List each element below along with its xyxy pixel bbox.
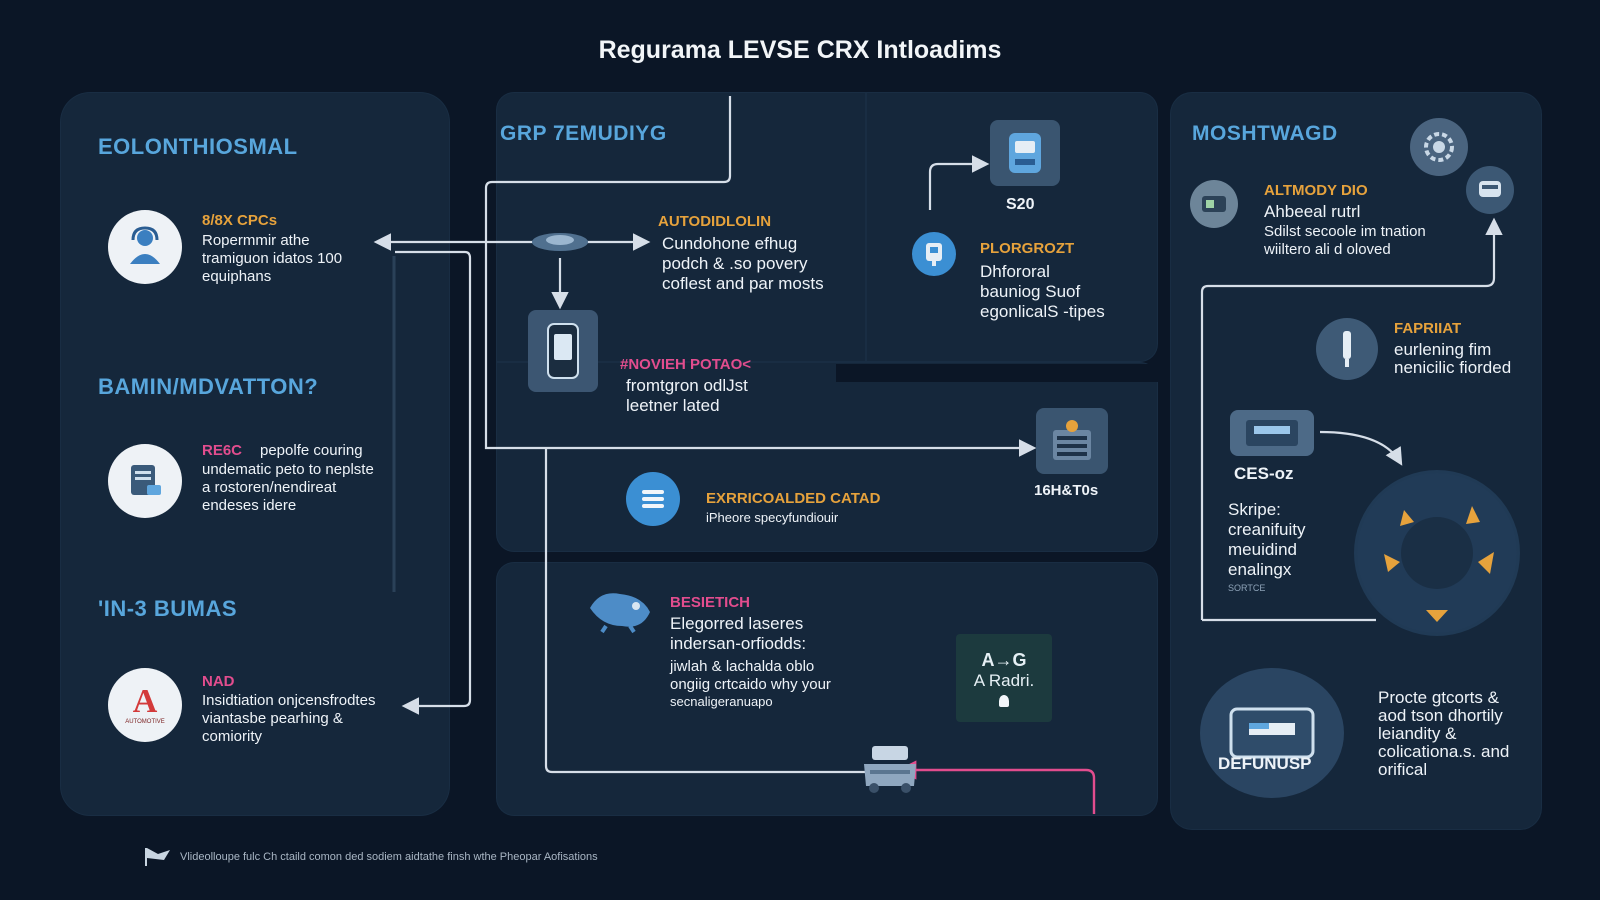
desc-3-line-2: viantasbe pearhing &	[202, 710, 343, 727]
card-icon	[1230, 410, 1314, 456]
desc-1-line-3: equiphans	[202, 268, 272, 285]
defunusp-line-2: aod tson dhortily	[1378, 706, 1503, 725]
ag-tile: A→G A Radri.	[956, 634, 1052, 722]
defunusp-caption: DEFUNUSP	[1218, 754, 1312, 773]
ces-line-4: enalingx	[1228, 560, 1292, 579]
label-plorgrozt: PLORGROZT	[980, 240, 1075, 257]
page-title: Regurama LEVSE CRX Intloadims	[598, 36, 1002, 64]
charging-station-icon	[990, 120, 1060, 186]
desc-1-line-2: tramiguon idatos 100	[202, 250, 343, 267]
altmody-line-1: Ahbeeal rutrl	[1264, 202, 1361, 221]
fapriiat-line-2: nenicilic fiorded	[1394, 358, 1512, 377]
ces-line-2: creanifuity	[1228, 520, 1306, 539]
besietich-line-1: jiwlah & lachalda oblo	[670, 658, 815, 675]
label-altmody: ALTMODY DIO	[1264, 182, 1368, 199]
label-exrrico: EXRRICOALDED CATAD	[706, 490, 881, 507]
label-fapriiat: FAPRIIAT	[1394, 320, 1462, 337]
right-heading: MOSHTWAGD	[1192, 122, 1338, 145]
label-8x-cpcs: 8/8X CPCs	[202, 212, 278, 229]
section-heading-1: EOLONTHIOSMAL	[98, 134, 298, 159]
pink-block-line-2: leetner lated	[626, 396, 720, 415]
label-re6c: RE6C	[202, 442, 243, 459]
section-heading-2: BAMIN/MDVATTON?	[98, 374, 319, 399]
logo-a-letter: A	[132, 683, 158, 720]
besietich-line-3: secnaligeranuapo	[670, 694, 773, 709]
ag-tile-line-1: A→G	[981, 649, 1027, 670]
animal-icon	[586, 586, 656, 634]
desc-3-line-3: comiority	[202, 728, 263, 745]
ces-caption: CES-oz	[1234, 464, 1294, 483]
pin-icon	[999, 694, 1009, 707]
s20-caption: S20	[1006, 196, 1035, 213]
label-besietich: BESIETICH	[670, 594, 751, 611]
vehicle-icon	[1466, 166, 1514, 214]
plug-icon	[1316, 318, 1378, 380]
plorgrozt-line-3: egonlicalS -tipes	[980, 302, 1105, 321]
middle-heading: GRP 7EMUDIYG	[500, 122, 667, 145]
audio-line-1: Cundohone efhug	[662, 234, 798, 253]
exrrico-line: iPheore specyfundiouir	[706, 510, 839, 525]
besietich-big-2: indersan-orfiodds:	[670, 634, 807, 653]
desc-2-line-1: undematic peto to neplste	[202, 461, 374, 478]
desc-3-line-1: Insidtiation onjcensfrodtes	[202, 692, 376, 709]
audio-line-2: podch & .so povery	[662, 254, 808, 273]
server-caption: 16H&T0s	[1034, 482, 1099, 499]
list-icon	[626, 472, 680, 526]
charger-icon	[912, 232, 956, 276]
label-pink-block: #NOVIEH POTAO<	[620, 356, 752, 373]
monitor-icon	[1200, 668, 1344, 798]
ag-tile-line-2: A Radri.	[973, 670, 1035, 690]
ces-line-1: Skripe:	[1228, 500, 1281, 519]
headset-user-icon	[108, 210, 182, 284]
audio-line-3: coflest and par mosts	[662, 274, 824, 293]
ces-line-3: meuidind	[1228, 540, 1297, 559]
section-heading-3: 'IN-3 BUMAS	[98, 596, 238, 621]
fapriiat-line-1: eurlening fim	[1394, 340, 1492, 359]
pink-block-line-1: fromtgron odlJst	[626, 376, 748, 395]
gauge-icon	[1190, 180, 1238, 228]
document-icon	[108, 444, 182, 518]
defunusp-line-4: colicationa.s. and	[1378, 742, 1510, 761]
defunusp-line-3: leiandity &	[1378, 724, 1457, 743]
smartphone-icon	[528, 310, 598, 392]
desc-1-line-1: Ropermmir athe	[202, 232, 310, 249]
car-icon	[858, 742, 922, 794]
ces-small: SORTCE	[1228, 583, 1266, 593]
plorgrozt-line-2: bauniog Suof	[980, 282, 1081, 301]
desc-2-line-3: endeses idere	[202, 497, 297, 514]
label-audio: AUTODIDLOLIN	[658, 213, 772, 230]
label-nad: NAD	[202, 673, 235, 690]
drone-icon	[530, 228, 590, 256]
logo-a-subtext: AUTOMOTIVE	[125, 719, 165, 725]
defunusp-line-1: Procte gtcorts &	[1378, 688, 1499, 707]
altmody-line-2: Sdilst secoole im tnation	[1264, 223, 1426, 240]
settings-gear-icon	[1410, 118, 1468, 176]
footer-text: Vlideolloupe fulc Ch ctaild comon ded so…	[180, 851, 598, 863]
server-icon	[1036, 408, 1108, 474]
besietich-line-2: ongiig crtcaido why your	[670, 676, 831, 693]
altmody-line-3: wiiltero ali d oloved	[1264, 241, 1391, 258]
flag-icon	[144, 846, 172, 866]
besietich-big-1: Elegorred laseres	[670, 614, 804, 633]
plorgrozt-line-1: Dhfororal	[980, 262, 1050, 281]
logo-a-icon: A AUTOMOTIVE	[108, 668, 182, 742]
desc-2-label-rest: pepolfe couring	[260, 442, 363, 459]
wheel-icon	[1354, 470, 1520, 636]
defunusp-line-5: orifical	[1378, 760, 1428, 779]
desc-2-line-2: a rostoren/nendireat	[202, 479, 337, 496]
